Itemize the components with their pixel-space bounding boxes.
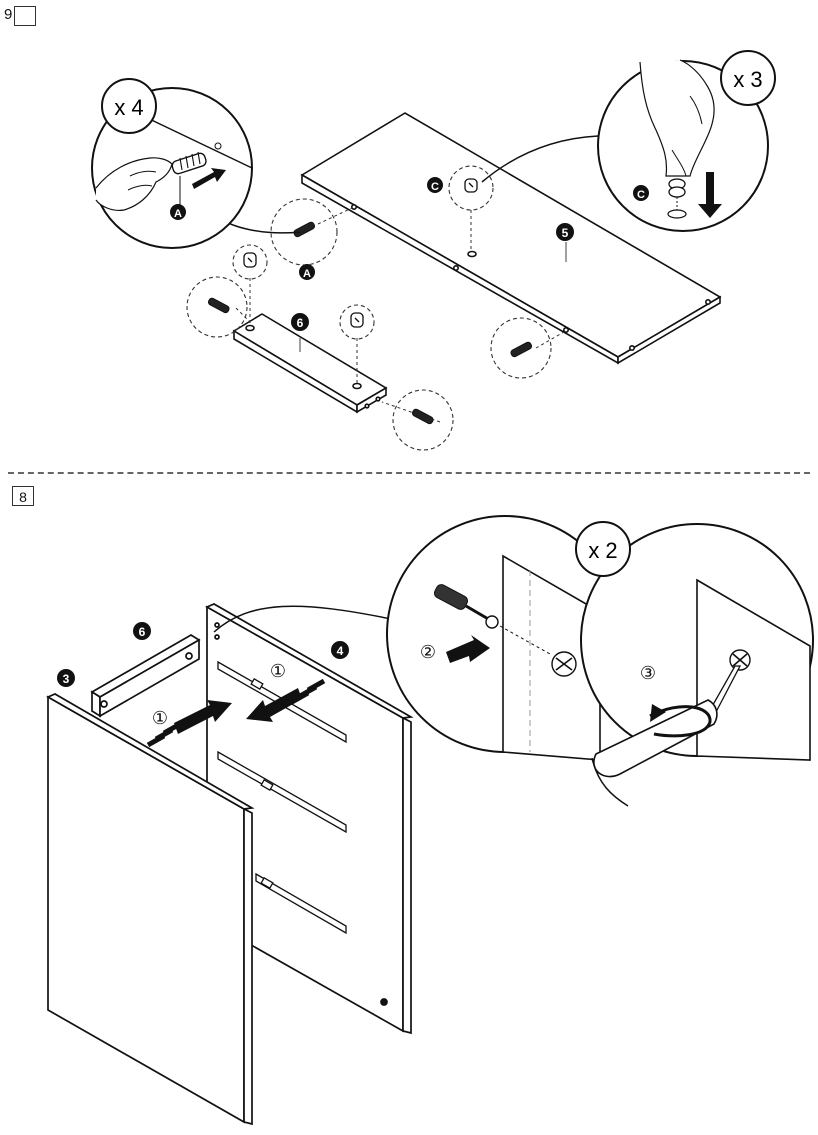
cam-lock-parts [243, 178, 478, 328]
cam-qty-badge: x 2 [575, 521, 631, 577]
svg-text:4: 4 [337, 644, 344, 658]
marker-part-5: 5 [556, 223, 574, 241]
action-numbers: ① ① ② ③ [152, 642, 656, 728]
step-9-box [14, 6, 36, 26]
cam-qty-2-label: x 2 [588, 538, 617, 563]
svg-text:A: A [174, 208, 182, 220]
marker-dowel-a: A [299, 264, 315, 280]
step-8-illustration: x 2 ① ① ② ③ 3 6 4 [46, 515, 814, 1126]
svg-text:6: 6 [297, 316, 304, 330]
zoom-tighten-detail [580, 523, 814, 807]
step-9-illustration: x 4 x 3 5 6 A A C C [91, 50, 776, 451]
action-tighten-3: ③ [640, 663, 656, 683]
action-insert-2: ② [420, 642, 436, 662]
zoom-dowel-detail: x 4 [91, 78, 301, 249]
marker-part-3: 3 [57, 669, 75, 687]
cam-qty-label: x 3 [733, 67, 762, 92]
panel-3 [46, 693, 255, 1126]
board-6 [232, 313, 388, 414]
guide-lines [235, 207, 565, 423]
marker-part-6: 6 [291, 313, 309, 331]
push-arrows [146, 678, 326, 748]
marker-cam-c: C [427, 177, 443, 193]
marker-part-4: 4 [331, 641, 349, 659]
action-push-1: ① [152, 708, 168, 728]
zoom-connector [213, 605, 397, 633]
step-9-markers: 5 6 A A C C [170, 177, 649, 331]
marker-part-6b: 6 [133, 622, 151, 640]
step-8-box: 8 [12, 486, 34, 506]
marker-dowel-a-zoom: A [170, 204, 186, 220]
page-number: 9 [4, 6, 13, 23]
svg-text:6: 6 [139, 625, 146, 639]
dowel-parts [207, 221, 533, 425]
dowel-qty-label: x 4 [114, 95, 143, 120]
board-5 [300, 112, 722, 365]
step-8-markers: 3 6 4 [57, 622, 349, 687]
action-push-1b: ① [270, 661, 286, 681]
svg-text:C: C [637, 189, 645, 201]
svg-text:A: A [303, 268, 311, 280]
marker-cam-c-zoom: C [633, 185, 649, 201]
svg-text:5: 5 [562, 226, 569, 240]
svg-text:C: C [431, 181, 439, 193]
step-divider [8, 472, 810, 474]
rail-6 [90, 634, 201, 718]
svg-text:3: 3 [63, 672, 70, 686]
zoom-insert-detail [386, 515, 624, 761]
